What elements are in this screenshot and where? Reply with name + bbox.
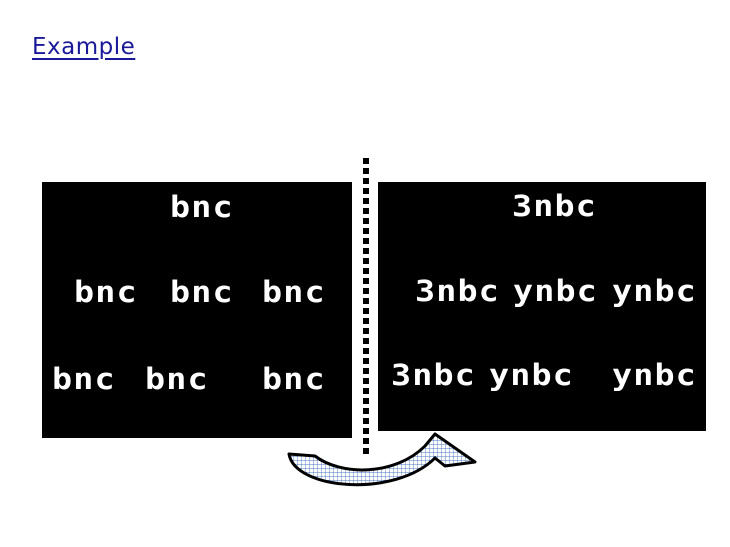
right-tree-panel: 3nbc 3nbc ynbc ynbc 3nbc ynbc ynbc: [378, 182, 706, 431]
left-root-node: bnc: [170, 190, 234, 224]
left-level3-node-3: bnc: [262, 362, 326, 396]
left-level3-node-1: bnc: [52, 362, 116, 396]
slide-title: Example: [32, 34, 136, 60]
right-root-node: 3nbc: [512, 189, 597, 223]
dotted-divider: [363, 158, 369, 458]
curved-arrow-icon: [287, 432, 477, 487]
right-level2-node-3: ynbc: [612, 274, 697, 308]
right-level3-node-3: ynbc: [612, 358, 697, 392]
right-level3-node-2: ynbc: [489, 358, 574, 392]
left-level2-node-3: bnc: [262, 275, 326, 309]
left-level3-node-2: bnc: [145, 362, 209, 396]
left-tree-panel: bnc bnc bnc bnc bnc bnc bnc: [42, 182, 352, 438]
left-level2-node-1: bnc: [74, 275, 138, 309]
right-level2-node-1: 3nbc: [415, 274, 500, 308]
left-level2-node-2: bnc: [170, 275, 234, 309]
right-level3-node-1: 3nbc: [391, 358, 476, 392]
right-level2-node-2: ynbc: [513, 274, 598, 308]
